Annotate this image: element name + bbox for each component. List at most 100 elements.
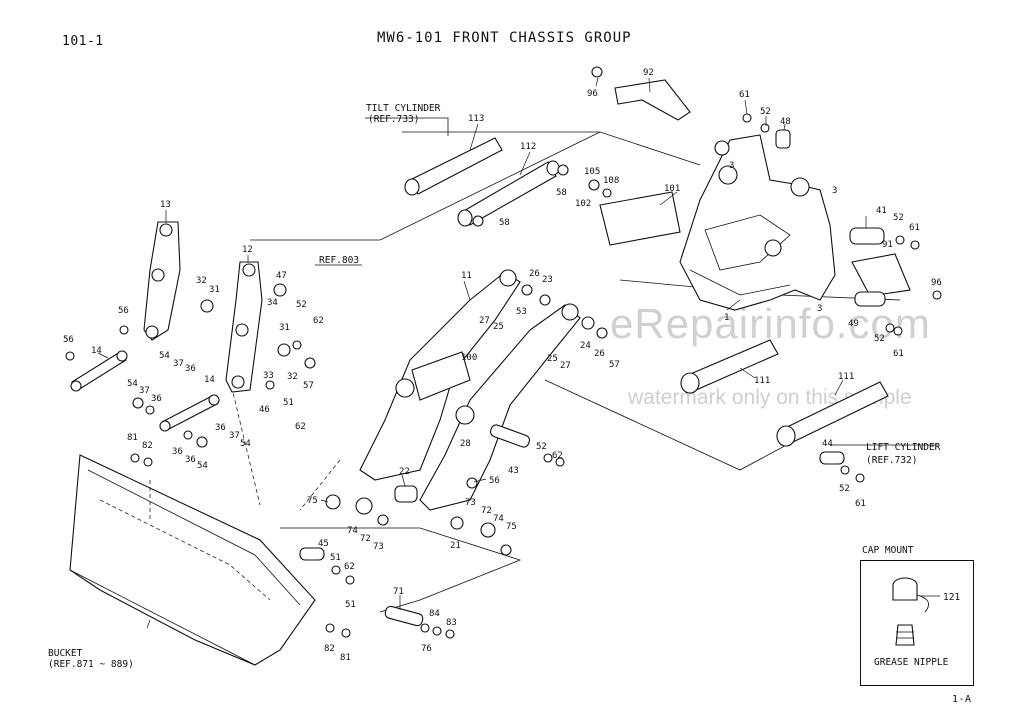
callout-label: 57 [609,360,620,370]
callout-label: 102 [575,199,591,209]
callout-label: 62 [552,451,563,461]
callout-label: 52 [536,442,547,452]
callout-label: 62 [295,422,306,432]
callout-label: 54 [197,461,208,471]
callout-label: 23 [542,275,553,285]
callout-label: 52 [874,334,885,344]
callout-label: 54 [127,379,138,389]
bucket-label: BUCKET [48,648,83,659]
callout-label: 75 [506,522,517,532]
callout-label: 37 [139,386,150,396]
callout-label: 53 [516,307,527,317]
callout-label: 51 [330,553,341,563]
callout-label: 82 [142,441,153,451]
callout-label: 74 [347,526,358,536]
callout-label: 58 [499,218,510,228]
pins-and-washers [65,66,942,639]
callout-label: 96 [587,89,598,99]
callout-label: 36 [185,364,196,374]
callout-label: 14 [91,346,102,356]
callout-label: 76 [421,644,432,654]
callout-label: 100 [461,353,477,363]
callout-label: 54 [240,439,251,449]
callout-label: 96 [931,278,942,288]
callout-label: 25 [547,354,558,364]
callout-label: 58 [556,188,567,198]
callout-label: 47 [276,271,287,281]
callout-label: 73 [373,542,384,552]
callout-label: 14 [204,375,215,385]
callout-label: 33 [263,371,274,381]
callout-label: 32 [196,276,207,286]
callout-label: 101 [664,184,680,194]
callout-label: 49 [848,319,859,329]
callout-label: 11 [461,271,472,281]
callout-label: 91 [882,240,893,250]
callout-label: 28 [460,439,471,449]
callout-label: 36 [172,447,183,457]
callout-label: 52 [760,107,771,117]
callout-label: 36 [185,455,196,465]
callout-label: 34 [267,298,278,308]
callout-label: 74 [493,514,504,524]
callout-label: 56 [118,306,129,316]
callout-label: 84 [429,609,440,619]
callout-label: 45 [318,539,329,549]
callout-label: 51 [283,398,294,408]
callout-label: 62 [313,316,324,326]
callout-label: 27 [479,316,490,326]
cap-mount-pictogram [892,577,940,646]
lift-cylinder-ref: (REF.732) [866,455,917,466]
callout-label: 81 [340,653,351,663]
callout-label: 112 [520,142,536,152]
callout-label: 3 [832,186,837,196]
callout-label: 92 [643,68,654,78]
front-chassis-frame [679,134,836,311]
callout-label: 26 [529,269,540,279]
callout-label: 32 [287,372,298,382]
callout-leaders [97,77,867,629]
reference-labels: TILT CYLINDER (REF.733) LIFT CYLINDER (R… [48,103,960,670]
callout-label: 44 [822,439,833,449]
callout-label: 25 [493,322,504,332]
callout-label: 108 [603,176,619,186]
tilt-cylinders [404,137,560,227]
callout-label: 1 [724,313,729,323]
callout-label: 57 [303,381,314,391]
cap-mount-title: CAP MOUNT [862,545,914,556]
bucket-ref: (REF.871 ~ 889) [48,659,134,670]
lift-cylinders [680,339,889,447]
callout-label: 61 [893,349,904,359]
cover-plates [599,79,911,297]
grease-nipple-label: GREASE NIPPLE [874,657,949,668]
callout-label: 75 [307,496,318,506]
callout-label: 36 [151,394,162,404]
page-title: MW6-101 FRONT CHASSIS GROUP [377,30,632,46]
tilt-links [70,350,220,432]
cap-mount-box [860,560,974,686]
callout-label: 48 [780,117,791,127]
callout-label: 24 [580,341,591,351]
callout-label: 73 [465,498,476,508]
callout-label: 83 [446,618,457,628]
callout-label: 46 [259,405,270,415]
callout-label: 37 [229,431,240,441]
callout-label: 61 [855,499,866,509]
callout-label: 56 [489,476,500,486]
callout-label: 61 [909,223,920,233]
callout-label: 61 [739,90,750,100]
callout-label: 111 [838,372,854,382]
callout-label: 54 [159,351,170,361]
callout-label: 27 [560,361,571,371]
callout-label: 52 [839,484,850,494]
callout-label: 72 [360,534,371,544]
callout-label: 62 [344,562,355,572]
callout-label: 81 [127,433,138,443]
callout-label: 113 [468,114,484,124]
ref-803-label: REF.803 [319,255,359,266]
callout-label: 43 [508,466,519,476]
callout-label: 3 [729,161,734,171]
callout-label: 13 [160,200,171,210]
callout-label: 12 [242,245,253,255]
